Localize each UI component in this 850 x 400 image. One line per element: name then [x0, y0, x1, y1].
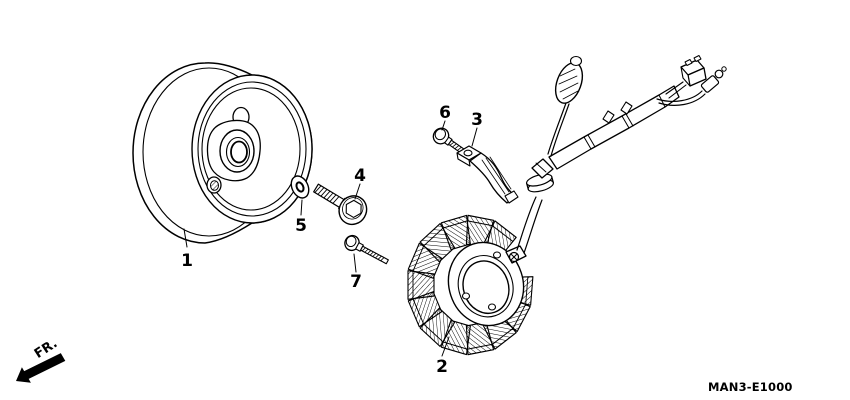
part-label-1: 1	[181, 251, 193, 271]
part-label-5: 5	[295, 216, 307, 236]
bullet-terminal	[700, 66, 727, 93]
part-label-3: 3	[471, 110, 483, 130]
stator-illustration	[407, 214, 534, 356]
flange-bolt-illustration	[313, 183, 368, 226]
harness-clamp	[602, 110, 615, 124]
flywheel-bore	[230, 140, 248, 164]
harness-clamp	[620, 101, 633, 115]
terminal-boot	[554, 55, 584, 104]
diagram-code: MAN3-E1000	[708, 380, 793, 394]
bolt-6-illustration	[432, 127, 466, 155]
front-arrow-icon	[16, 353, 66, 383]
flywheel-hub	[206, 119, 261, 182]
bolt-7-illustration	[344, 234, 389, 265]
harness-connector	[680, 55, 707, 87]
part-labels: 1 2 3 4 5 6 7	[181, 103, 483, 377]
washer-illustration	[290, 175, 310, 199]
part-label-6: 6	[439, 103, 451, 123]
grommet	[526, 158, 554, 193]
part-label-4: 4	[354, 166, 366, 186]
front-direction-mark: FR.	[16, 336, 66, 383]
bracket-illustration	[456, 145, 519, 204]
part-label-2: 2	[436, 357, 448, 377]
flywheel-illustration	[132, 62, 313, 244]
wire-harness-illustration	[516, 55, 727, 254]
part-label-7: 7	[350, 272, 362, 292]
